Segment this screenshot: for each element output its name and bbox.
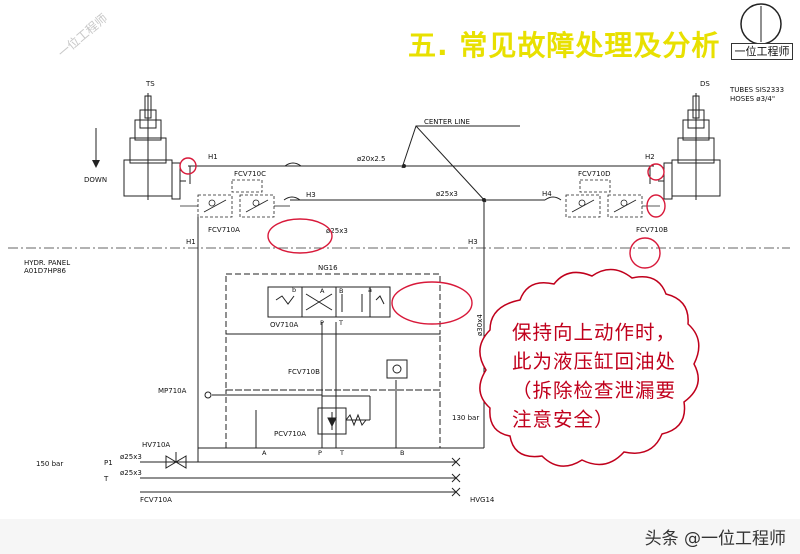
pipe-20-label: ø20x2.5 bbox=[357, 155, 385, 163]
port-b-bottom: B bbox=[400, 449, 404, 457]
fcv710a-bottom-label: FCV710A bbox=[140, 496, 172, 504]
pressure-valve-pcv710a bbox=[317, 395, 371, 435]
h1-top-label: H1 bbox=[208, 153, 218, 161]
pipe-25-mid-label: ø25x3 bbox=[326, 227, 348, 235]
ng16-label: NG16 bbox=[318, 264, 338, 272]
h3-top-label: H3 bbox=[306, 191, 316, 199]
hv710a-label: HV710A bbox=[142, 441, 170, 449]
hydr-panel-label: HYDR. PANEL bbox=[24, 259, 70, 267]
port-b-top: B bbox=[339, 287, 343, 295]
highlight-circles bbox=[179, 157, 666, 325]
port-p-bottom: P bbox=[318, 449, 322, 457]
mp710a-point bbox=[204, 391, 212, 399]
bar-130-label: 130 bar bbox=[452, 414, 479, 422]
port-t-top: T bbox=[338, 319, 343, 327]
h1-panel-label: H1 bbox=[186, 238, 196, 246]
ts-cylinder bbox=[123, 93, 186, 200]
mp710a-label: MP710A bbox=[158, 387, 187, 395]
port-t-bottom: T bbox=[339, 449, 344, 457]
hvg14-label: HVG14 bbox=[470, 496, 495, 504]
ts-label: TS bbox=[145, 80, 155, 88]
right-valve-group bbox=[565, 179, 660, 218]
h2-top-label: H2 bbox=[645, 153, 655, 161]
fcv710b-mid-label: FCV710B bbox=[288, 368, 320, 376]
callout-cloud bbox=[479, 268, 700, 467]
directional-valve-ov710a bbox=[267, 286, 391, 318]
ds-label: DS bbox=[700, 80, 710, 88]
p1-label: P1 bbox=[104, 459, 113, 467]
top-pipework bbox=[188, 125, 654, 203]
check-valve-fcv710b bbox=[386, 359, 408, 379]
sol-a-label: a bbox=[368, 286, 372, 294]
ov710a-label: OV710A bbox=[270, 321, 299, 329]
pipe-25-top-label: ø25x3 bbox=[436, 190, 458, 198]
port-a-bottom: A bbox=[262, 449, 267, 457]
fcv710d-label: FCV710D bbox=[578, 170, 610, 178]
fcv710b-top-label: FCV710B bbox=[636, 226, 668, 234]
footer-bar bbox=[0, 519, 800, 554]
callout-text: 保持向上动作时，此为液压缸回油处（拆除检查泄漏要注意安全） bbox=[512, 321, 677, 431]
port-p-top: P bbox=[320, 319, 324, 327]
port-a-top: A bbox=[320, 287, 325, 295]
pcv710a-label: PCV710A bbox=[274, 430, 306, 438]
ds-cylinder bbox=[658, 93, 721, 200]
pipe-p1-label: ø25x3 bbox=[120, 453, 142, 461]
hoses-label: HOSES ø3/4" bbox=[730, 95, 775, 103]
center-line-label: CENTER LINE bbox=[424, 118, 470, 126]
line-terminators bbox=[451, 457, 461, 497]
pipe-t-label: ø25x3 bbox=[120, 469, 142, 477]
page-title: 五. 常见故障处理及分析 bbox=[408, 29, 721, 62]
left-valve-group bbox=[180, 179, 290, 218]
ball-valve-hv710a bbox=[165, 452, 187, 469]
pipe-30-label: ø30x4 bbox=[476, 314, 484, 336]
fcv710a-top-label: FCV710A bbox=[208, 226, 240, 234]
down-label: DOWN bbox=[84, 176, 107, 184]
tubes-label: TUBES SIS2333 bbox=[729, 86, 784, 94]
panel-pipework bbox=[140, 200, 485, 493]
bar-150-label: 150 bar bbox=[36, 460, 63, 468]
fcv710c-label: FCV710C bbox=[234, 170, 266, 178]
h3-panel-label: H3 bbox=[468, 238, 478, 246]
down-arrow bbox=[92, 128, 100, 168]
panel-code-label: A01D7HP86 bbox=[24, 267, 66, 275]
sol-b-label: b bbox=[292, 286, 296, 294]
t-label: T bbox=[103, 475, 109, 483]
logo-label: 一位工程师 bbox=[731, 43, 793, 60]
footer-credit: 头条 @一位工程师 bbox=[644, 529, 786, 549]
h4-top-label: H4 bbox=[542, 190, 552, 198]
